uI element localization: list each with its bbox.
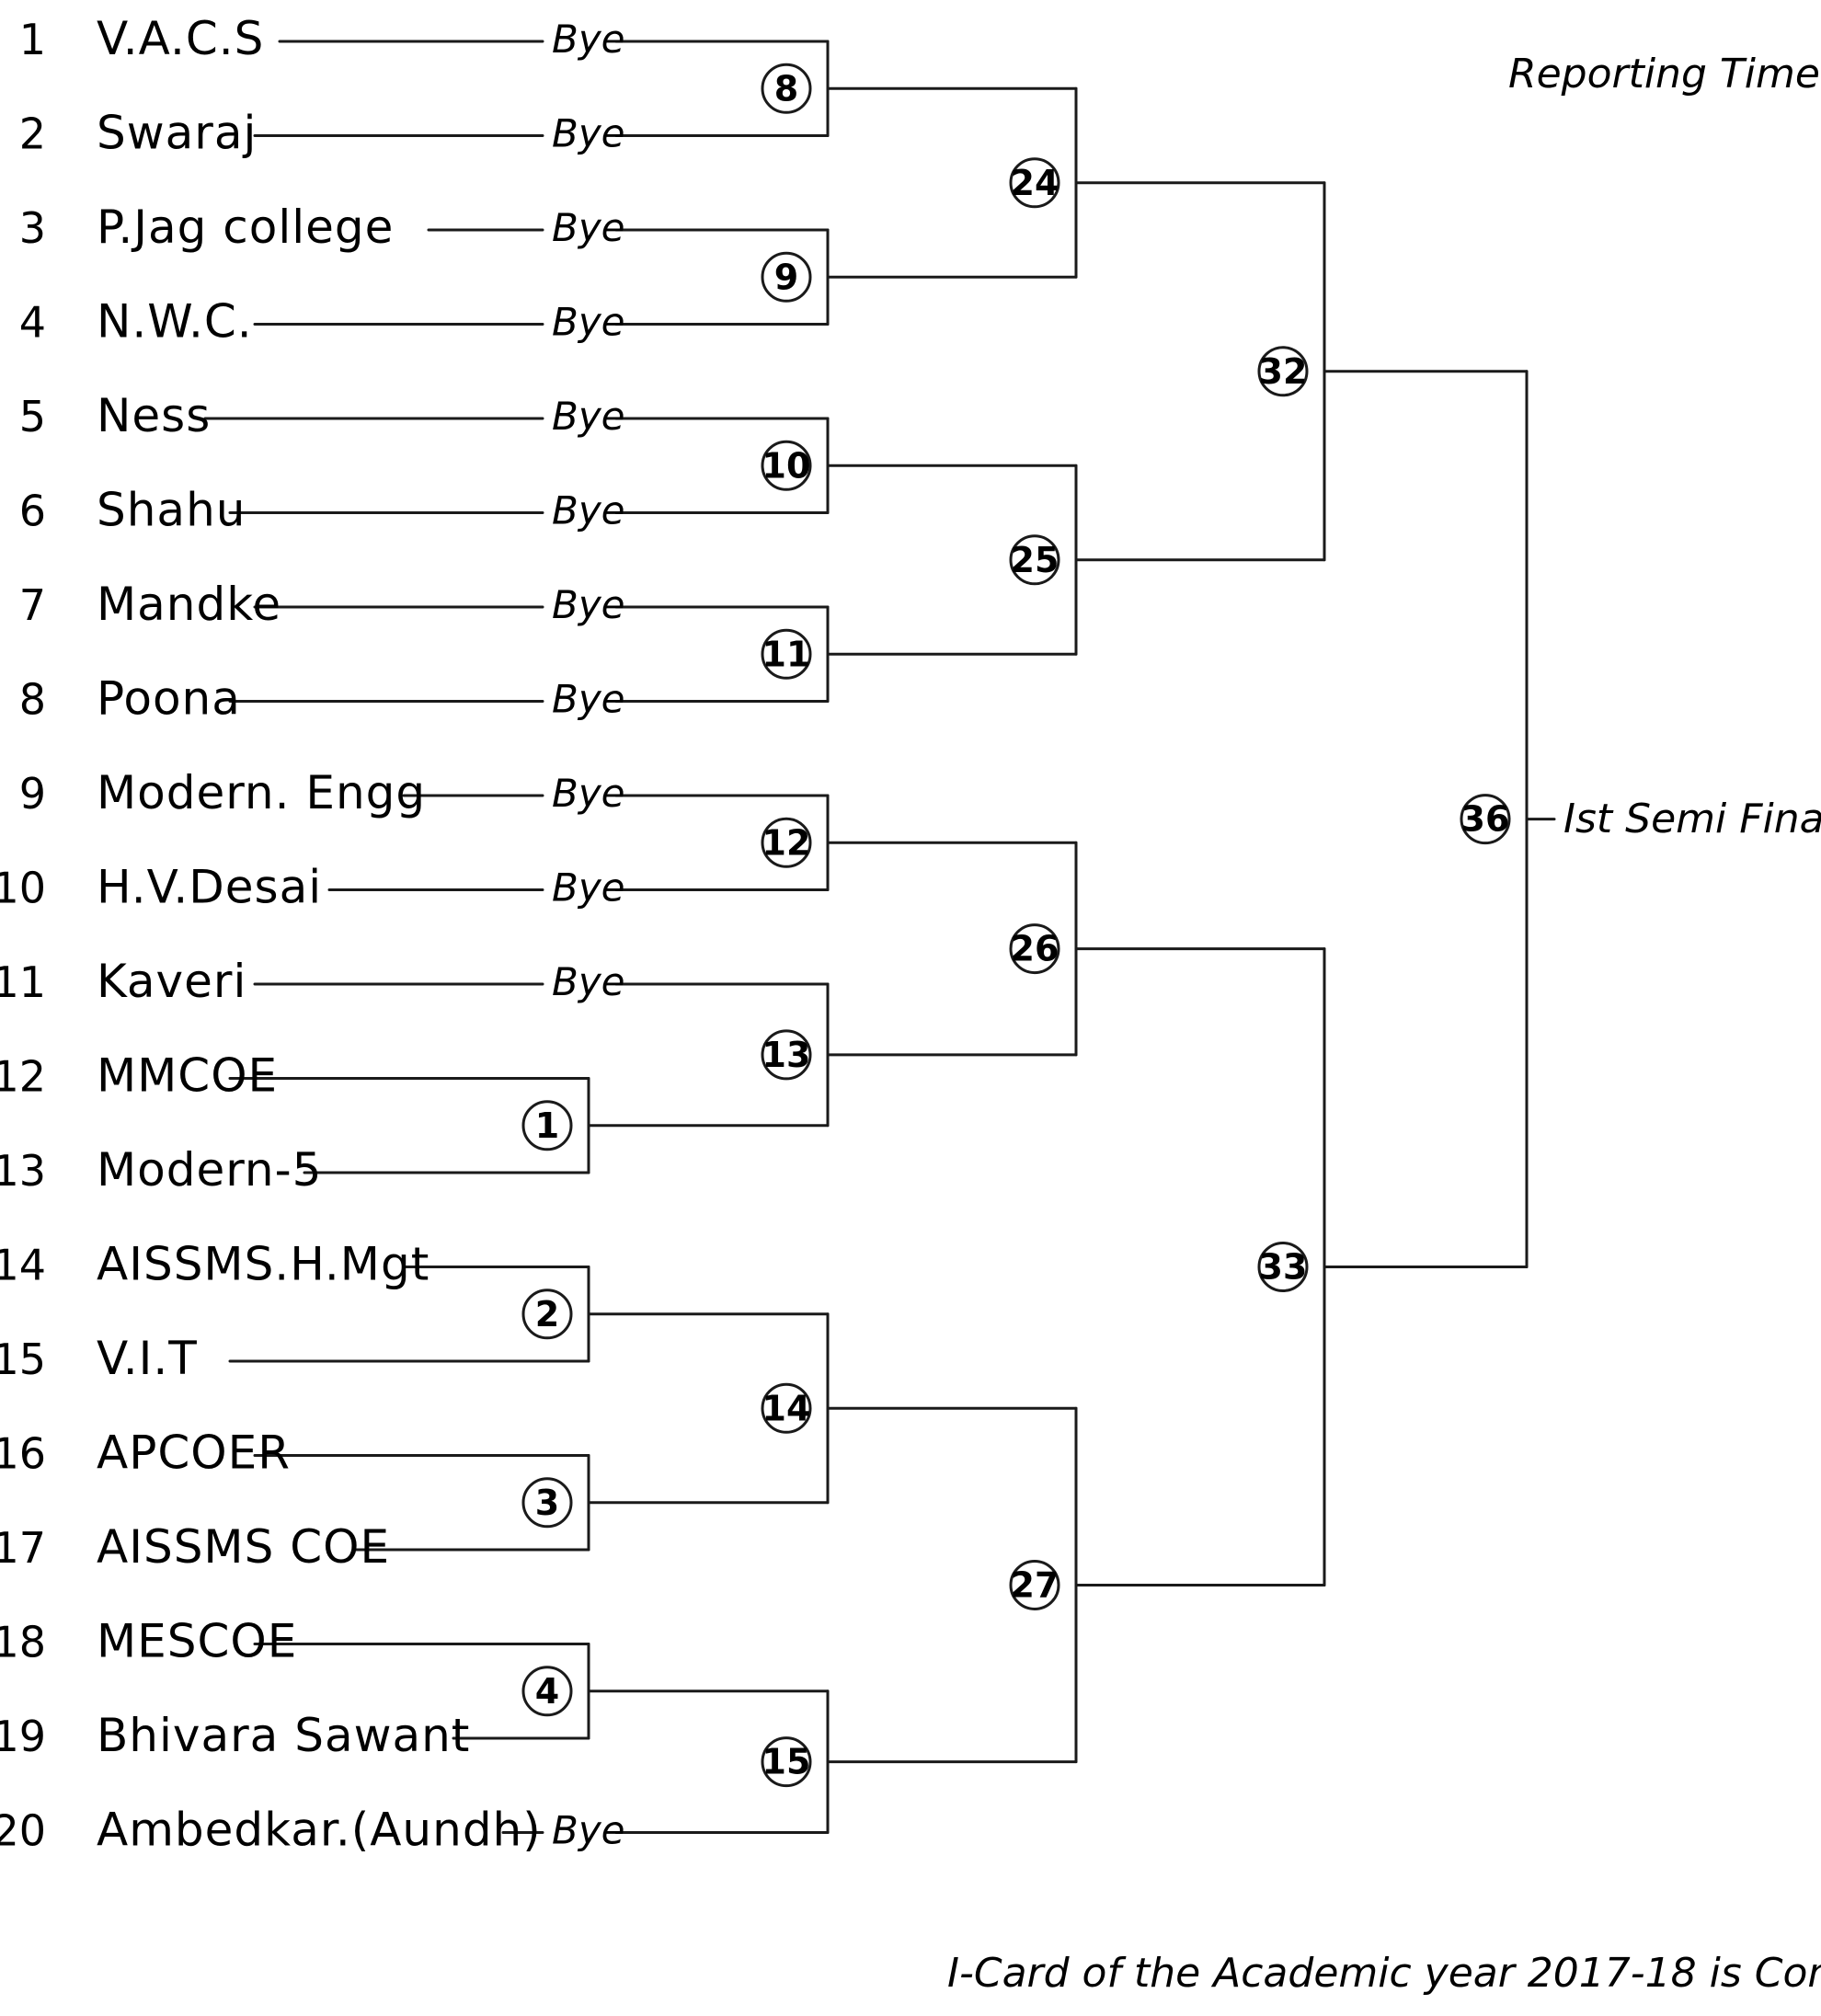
match-number: 14 — [762, 1388, 811, 1428]
team-name: MESCOE — [97, 1615, 297, 1668]
team-number: 7 — [19, 580, 46, 630]
team-number: 19 — [0, 1712, 46, 1761]
bye-label: Bye — [552, 205, 625, 250]
match-number-ring — [761, 251, 812, 303]
team-number: 18 — [0, 1618, 46, 1667]
match-number: 24 — [1011, 163, 1059, 203]
bye-label: Bye — [552, 488, 625, 533]
match-number: 27 — [1011, 1564, 1059, 1605]
match-number-ring — [761, 628, 812, 680]
match-number-ring — [1009, 534, 1060, 586]
team-name: Modern. Engg — [97, 766, 426, 819]
match-number-ring — [761, 1029, 812, 1081]
match-number-ring — [1009, 157, 1060, 209]
match-number-ring — [521, 1666, 573, 1717]
team-number: 10 — [0, 864, 46, 913]
reporting-time-note: Reporting Time - 8 — [1508, 51, 1821, 97]
bye-label: Bye — [552, 771, 625, 816]
team-number: 3 — [19, 203, 46, 253]
team-name: H.V.Desai — [97, 861, 322, 914]
team-name: Swaraj — [97, 107, 257, 160]
team-name: Bhivara Sawant — [97, 1709, 470, 1762]
team-number: 17 — [0, 1523, 46, 1573]
team-number: 2 — [19, 109, 46, 159]
team-number: 11 — [0, 957, 46, 1007]
team-number: 16 — [0, 1429, 46, 1479]
bye-label: Bye — [552, 677, 625, 722]
match-number: 26 — [1011, 929, 1059, 969]
match-number: 10 — [762, 445, 811, 486]
team-name: V.I.T — [97, 1332, 198, 1385]
match-number-ring — [761, 817, 812, 868]
match-number: 15 — [762, 1742, 811, 1782]
match-number: 3 — [535, 1483, 559, 1523]
team-name: Modern-5 — [97, 1143, 322, 1197]
match-number: 11 — [762, 634, 811, 674]
match-number: 2 — [535, 1294, 559, 1334]
match-number: 8 — [774, 68, 798, 109]
match-number-ring — [521, 1477, 573, 1529]
match-number-ring — [761, 440, 812, 491]
team-number: 15 — [0, 1334, 46, 1384]
match-number: 32 — [1259, 351, 1308, 392]
first-semi-final-label: Ist Semi Final — [1563, 796, 1821, 842]
team-name: Kaveri — [97, 955, 246, 1008]
bracket-labels: 1 V.A.C.S 2 Swaraj 3 P.Jag college 4 N.W.C. 5 Nes… — [0, 12, 1511, 1857]
match-number-ring — [1257, 346, 1309, 397]
team-name: APCOER — [97, 1426, 291, 1480]
match-number-ring — [521, 1289, 573, 1340]
bye-label: Bye — [552, 865, 625, 911]
match-number: 9 — [774, 257, 798, 297]
team-number: 6 — [19, 487, 46, 536]
bye-label: Bye — [552, 394, 625, 439]
match-number: 33 — [1259, 1247, 1308, 1288]
team-number: 20 — [0, 1806, 46, 1856]
team-name: N.W.C. — [97, 295, 253, 349]
match-number-ring — [1009, 923, 1060, 975]
team-name: V.A.C.S — [97, 12, 264, 65]
team-number: 4 — [19, 298, 46, 348]
team-name: Ambedkar.(Aundh) — [97, 1804, 542, 1857]
team-name: Poona — [97, 672, 241, 726]
team-name: MMCOE — [97, 1049, 278, 1103]
match-number: 36 — [1461, 799, 1510, 840]
icard-footer-note: I-Card of the Academic year 2017-18 is C… — [947, 1950, 1821, 1997]
bye-label: Bye — [552, 1808, 625, 1853]
match-number-ring — [761, 63, 812, 114]
team-number: 12 — [0, 1052, 46, 1102]
match-number: 1 — [535, 1105, 559, 1146]
team-number: 5 — [19, 392, 46, 441]
bye-label: Bye — [552, 111, 625, 156]
match-number: 4 — [535, 1671, 559, 1712]
match-number-ring — [1009, 1559, 1060, 1610]
bye-label: Bye — [552, 959, 625, 1004]
match-number-ring — [1460, 794, 1511, 845]
team-number: 9 — [19, 769, 46, 819]
team-name: P.Jag college — [97, 200, 394, 254]
team-name: Shahu — [97, 484, 246, 537]
bye-label: Bye — [552, 17, 625, 62]
team-number: 8 — [19, 675, 46, 725]
team-number: 13 — [0, 1146, 46, 1196]
match-number-ring — [761, 1736, 812, 1788]
bye-label: Bye — [552, 300, 625, 345]
team-name: AISSMS COE — [97, 1520, 390, 1574]
match-number-ring — [521, 1100, 573, 1151]
team-name: Mandke — [97, 578, 281, 631]
match-number: 13 — [762, 1035, 811, 1075]
bye-label: Bye — [552, 582, 625, 627]
match-number: 25 — [1011, 540, 1059, 580]
match-number-ring — [761, 1382, 812, 1434]
match-number-ring — [1257, 1242, 1309, 1292]
team-number: 1 — [19, 15, 46, 64]
team-number: 14 — [0, 1241, 46, 1290]
bracket-lines — [203, 40, 1556, 1834]
team-name: Ness — [97, 389, 211, 442]
team-name: AISSMS.H.Mgt — [97, 1238, 429, 1291]
match-number: 12 — [762, 822, 811, 863]
